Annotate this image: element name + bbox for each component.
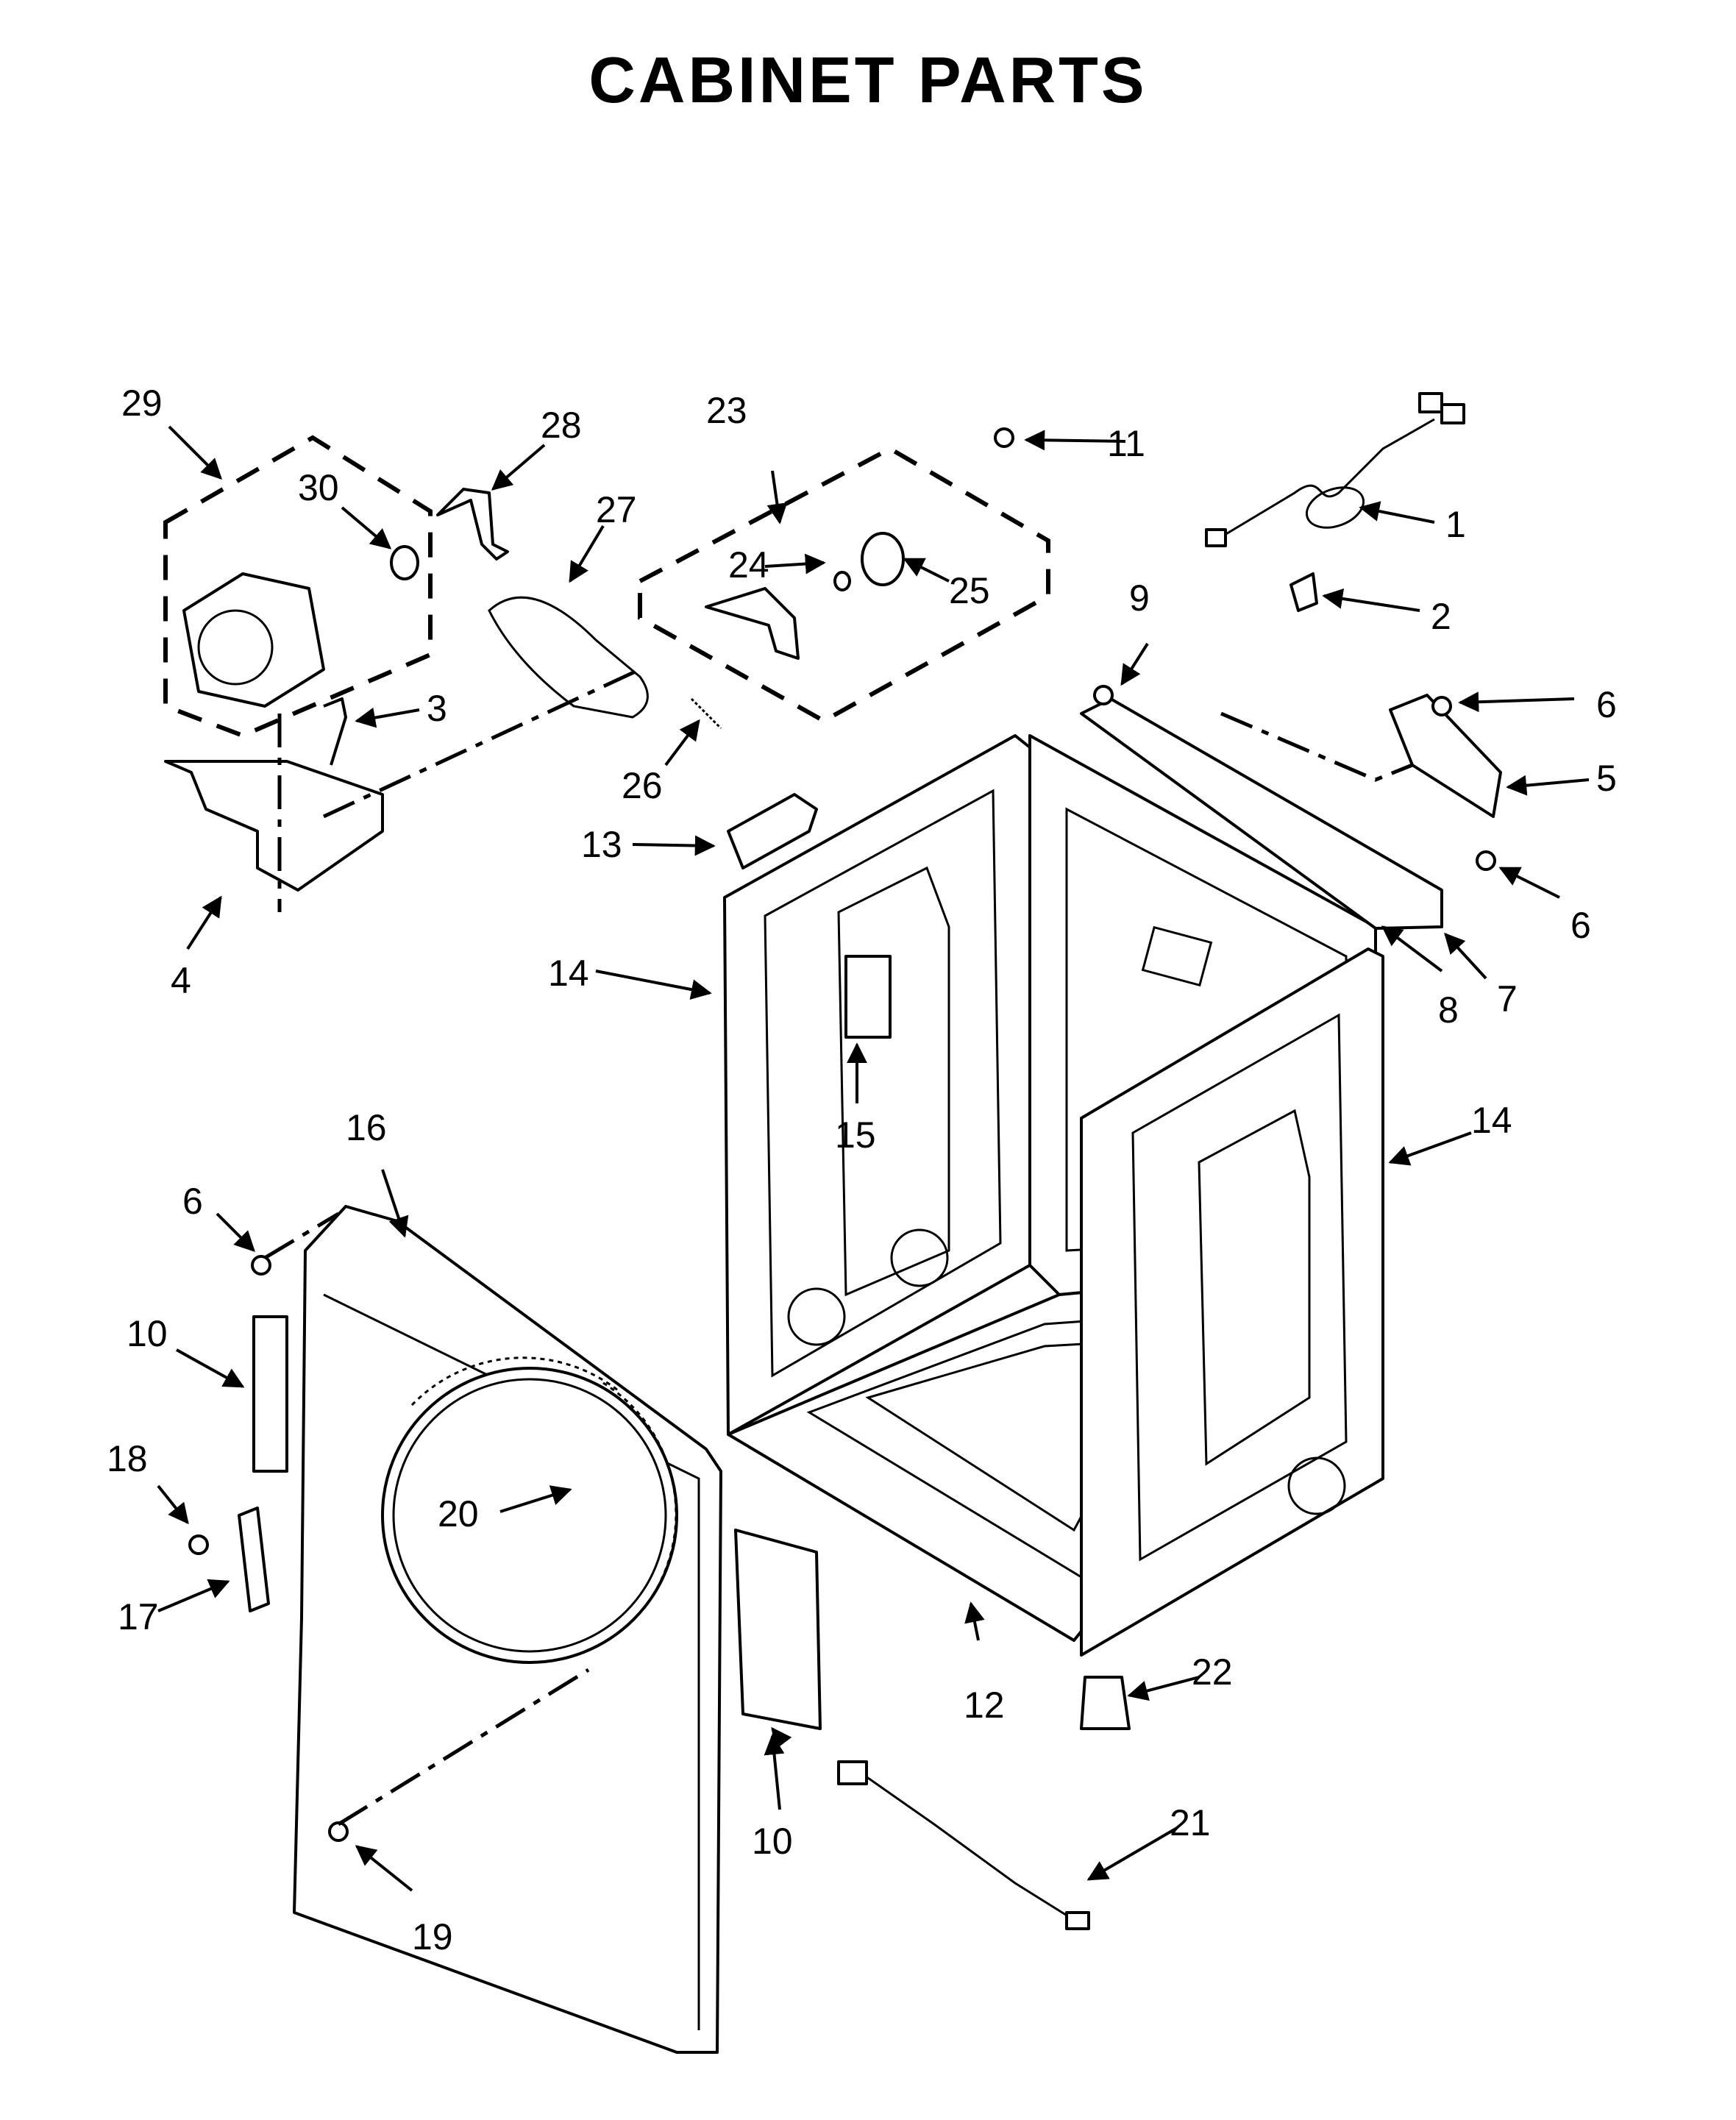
callout-16: 16 [346, 1107, 387, 1148]
callout-10a: 10 [127, 1313, 168, 1354]
callout-numbers: 1 2 3 4 5 6 6 6 7 8 9 10 10 11 12 13 14 … [107, 383, 1617, 1957]
idler-spring [690, 697, 722, 730]
screw-19 [328, 1821, 349, 1842]
motor-mount [164, 760, 384, 892]
ground-wire [323, 697, 347, 766]
screw-9 [1093, 685, 1114, 705]
motor-group [163, 435, 722, 892]
callout-9: 9 [1129, 577, 1150, 619]
callout-4: 4 [171, 960, 191, 1001]
callout-14a: 14 [548, 953, 589, 994]
hinge-left [252, 1315, 288, 1473]
wire-harness [860, 1771, 1075, 1921]
callout-5: 5 [1596, 758, 1617, 799]
callout-29: 29 [121, 383, 163, 424]
leveling-foot [1080, 1676, 1131, 1730]
callout-13: 13 [581, 824, 622, 865]
callout-6b: 6 [1570, 905, 1591, 946]
page-title: CABINET PARTS [588, 43, 1148, 116]
cabinet-assembly [723, 697, 1443, 1657]
callout-22: 22 [1192, 1651, 1233, 1693]
callout-19: 19 [412, 1916, 453, 1957]
callout-2: 2 [1431, 596, 1451, 637]
screw-6b [1431, 696, 1452, 716]
callout-12: 12 [964, 1685, 1005, 1726]
callout-25: 25 [949, 570, 990, 611]
callout-1: 1 [1445, 504, 1466, 545]
motor-kit-boundary [163, 435, 433, 739]
callout-15: 15 [835, 1114, 876, 1156]
callout-24: 24 [728, 544, 769, 586]
power-cord [1220, 418, 1435, 538]
callout-18: 18 [107, 1438, 148, 1479]
screw-6c [1476, 850, 1496, 871]
door-strike [238, 1507, 270, 1612]
door-opening [381, 1367, 678, 1664]
leader-lines [157, 425, 1590, 1892]
hinge-right [734, 1529, 822, 1730]
callout-28: 28 [541, 405, 582, 446]
control-board [727, 793, 818, 869]
callout-11: 11 [1107, 423, 1145, 464]
drive-belt [488, 596, 649, 719]
cord-clip [1289, 572, 1318, 612]
idler-pulley [861, 532, 905, 586]
terminal-block [1389, 694, 1502, 818]
callout-30: 30 [298, 467, 339, 508]
callout-8: 8 [1438, 989, 1459, 1031]
callout-20: 20 [438, 1493, 479, 1534]
callout-7: 7 [1497, 978, 1518, 1020]
callout-6c: 6 [182, 1181, 203, 1222]
callout-6a: 6 [1596, 684, 1617, 725]
callout-3: 3 [427, 688, 447, 729]
motor-pulley [390, 545, 419, 580]
right-side-panel [1080, 947, 1384, 1657]
screw-11 [994, 427, 1014, 448]
callout-10b: 10 [752, 1821, 793, 1862]
callout-26: 26 [622, 765, 663, 806]
idler-bracket [705, 587, 800, 660]
small-parts [188, 392, 1502, 1930]
idler-kit-boundary [638, 446, 1050, 724]
callout-17: 17 [118, 1596, 159, 1637]
idler-group [638, 446, 1050, 724]
drive-motor [182, 572, 325, 708]
screw-6a [251, 1255, 271, 1276]
front-panel-assembly [293, 1205, 722, 2054]
callout-21: 21 [1170, 1802, 1211, 1843]
callout-14b: 14 [1471, 1100, 1512, 1141]
motor-clamp [436, 488, 509, 561]
callout-27: 27 [596, 489, 637, 530]
screw-18 [188, 1534, 209, 1555]
callout-23: 23 [706, 390, 747, 431]
